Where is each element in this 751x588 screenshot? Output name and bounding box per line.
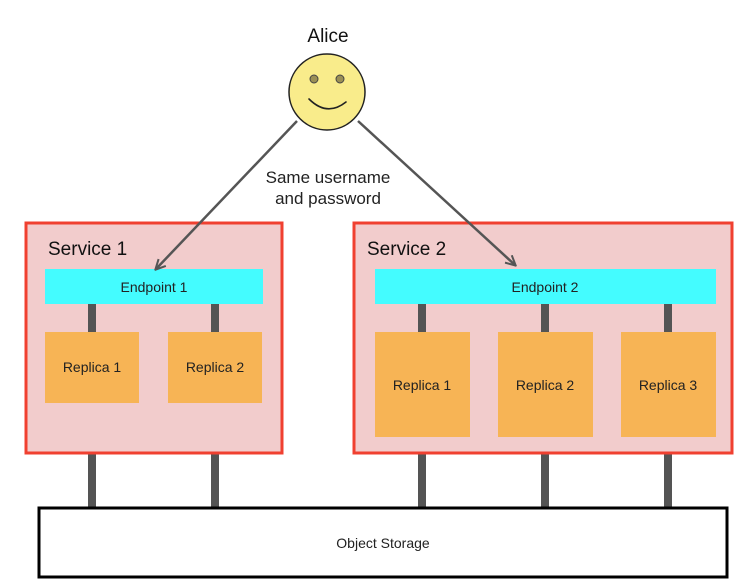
service-2-replica-2 [498, 332, 593, 437]
connector-s1-endpoint-r2 [211, 304, 219, 332]
connector-s2-endpoint-r1 [418, 304, 426, 332]
object-storage-box [37, 506, 729, 579]
endpoint-2-box [375, 269, 716, 304]
connector-s1-r2-storage [211, 403, 219, 508]
service-2-replica-1 [375, 332, 470, 437]
user-name: Alice [307, 26, 348, 47]
credentials-label: Same username and password [266, 168, 391, 208]
service-1: Service 1 Endpoint 1 Replica 1 Replica 2 [24, 221, 284, 455]
arrow-to-endpoint-1 [156, 120, 298, 269]
service-2-replica-3 [621, 332, 716, 437]
storage-connectors [88, 403, 672, 508]
service-2-replica-1-label: Replica 1 [393, 377, 452, 393]
service-1-replica-1-label: Replica 1 [63, 359, 122, 375]
connector-s1-endpoint-r1 [88, 304, 96, 332]
connector-s2-r2-storage [541, 437, 549, 508]
connector-s2-endpoint-r2 [541, 304, 549, 332]
connector-s2-r3-storage [664, 437, 672, 508]
endpoint-2-label: Endpoint 2 [512, 279, 579, 295]
service-1-replica-2-label: Replica 2 [186, 359, 245, 375]
arrow-to-endpoint-2 [357, 120, 515, 265]
endpoint-1-box [45, 269, 263, 304]
service-1-title: Service 1 [48, 239, 127, 260]
connector-s1-r1-storage [88, 403, 96, 508]
user-alice: Alice [288, 26, 366, 131]
object-storage: Object Storage [37, 506, 729, 579]
connector-s2-r1-storage [418, 437, 426, 508]
credentials-label-line-2: and password [275, 189, 381, 208]
service-2-replica-3-label: Replica 3 [639, 377, 698, 393]
connector-s2-endpoint-r3 [664, 304, 672, 332]
service-1-replica-2 [168, 332, 262, 403]
user-arrows [156, 120, 515, 269]
object-storage-label: Object Storage [336, 535, 430, 551]
service-2: Service 2 Endpoint 2 Replica 1 Replica 2… [352, 221, 734, 455]
service-1-replica-1 [45, 332, 139, 403]
endpoint-1-label: Endpoint 1 [121, 279, 188, 295]
service-2-replica-2-label: Replica 2 [516, 377, 575, 393]
smiley-face-icon [288, 53, 366, 131]
service-2-title: Service 2 [367, 239, 446, 260]
credentials-label-line-1: Same username [266, 168, 391, 187]
